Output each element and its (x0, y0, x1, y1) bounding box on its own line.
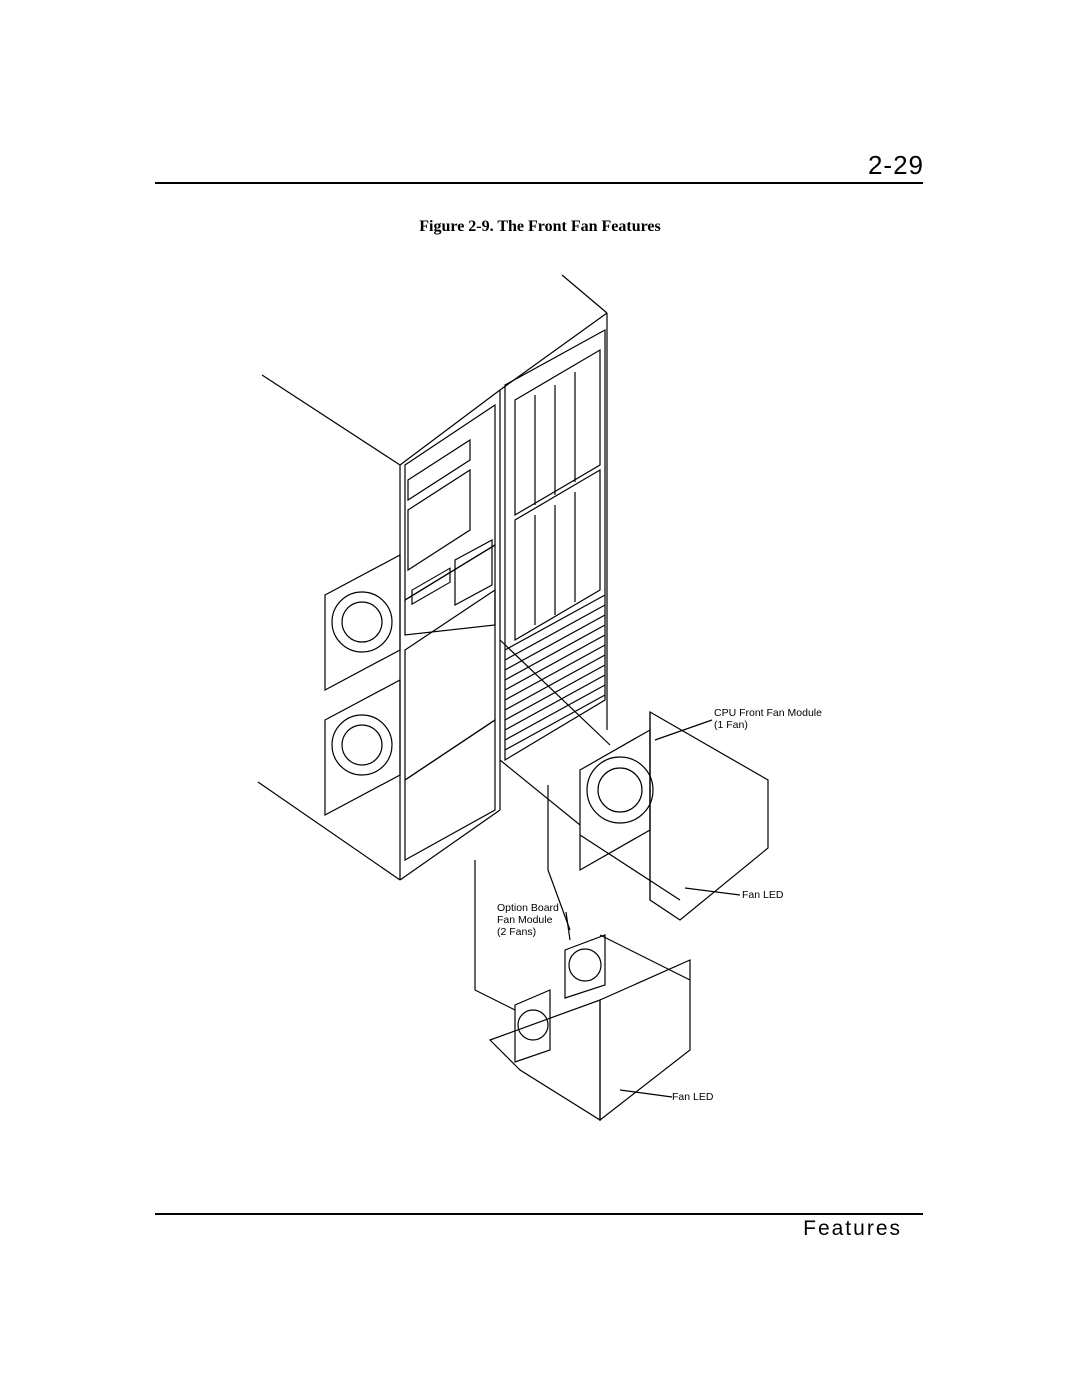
option-board-callout: Option Board Fan Module (2 Fans) (497, 902, 559, 938)
cpu-front-fan-module (499, 639, 769, 921)
page-number: 2-29 (867, 150, 924, 180)
option-board-fan-module (474, 785, 691, 1122)
option-board-label: Option Board (497, 902, 559, 914)
footer-section-title: Features (803, 1217, 902, 1240)
cpu-fan-count-label: (1 Fan) (714, 719, 748, 731)
fan-led-upper-label: Fan LED (742, 889, 784, 901)
option-fan-count-label: (2 Fans) (497, 926, 537, 938)
header-rule (155, 182, 923, 184)
footer-rule (155, 1213, 923, 1215)
callout-leaders (565, 719, 741, 1098)
option-fan-module-label: Fan Module (497, 914, 553, 926)
server-chassis (257, 274, 608, 881)
cpu-fan-module-label: CPU Front Fan Module (714, 707, 822, 719)
cpu-fan-module-callout: CPU Front Fan Module (1 Fan) (714, 707, 822, 731)
fan-led-lower-label: Fan LED (672, 1091, 714, 1103)
chassis-side-fans (324, 554, 401, 816)
figure-caption: Figure 2-9. The Front Fan Features (419, 218, 661, 235)
